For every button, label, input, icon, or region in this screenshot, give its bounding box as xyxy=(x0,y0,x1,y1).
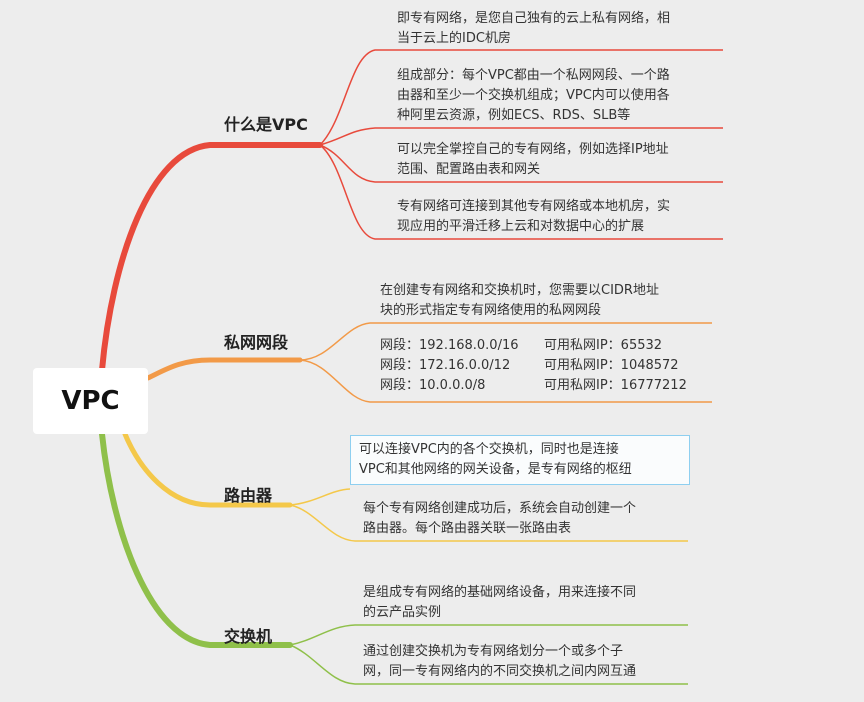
sub-branch-orange-1 xyxy=(299,322,712,361)
private-net-intro[interactable]: 在创建专有网络和交换机时，您需要以CIDR地址 块的形式指定专有网络使用的私网网… xyxy=(380,283,659,318)
segment-ips-2: 可用私网IP：1048572 xyxy=(544,356,679,376)
segment-row-1[interactable]: 网段：192.168.0.0/16 xyxy=(380,336,519,356)
branch-router xyxy=(122,431,293,508)
segment-cidr: 网段：172.16.0.0/12 xyxy=(380,358,511,373)
segment-ips-3: 可用私网IP：16777212 xyxy=(544,376,687,396)
branch-switch xyxy=(99,431,293,648)
router-item-1-selected[interactable]: 可以连接VPC内的各个交换机，同时也是连接 VPC和其他网络的网关设备，是专有网… xyxy=(350,435,690,485)
switch-item-2[interactable]: 通过创建交换机为专有网络划分一个或多个子 网，同一专有网络内的不同交换机之间内网… xyxy=(363,644,637,679)
sub-branch-red-2 xyxy=(319,127,723,146)
segment-cidr: 网段：10.0.0.0/8 xyxy=(380,378,486,393)
segment-available-ips: 可用私网IP：65532 xyxy=(544,338,663,353)
branch-what-is-vpc xyxy=(99,142,323,373)
segment-row-2[interactable]: 网段：172.16.0.0/12 xyxy=(380,356,510,376)
segment-row-3[interactable]: 网段：10.0.0.0/8 xyxy=(380,376,485,396)
branch-private-net xyxy=(145,357,303,381)
sub-branch-yellow-1 xyxy=(289,488,351,506)
what-is-vpc-item-4[interactable]: 专有网络可连接到其他专有网络或本地机房，实 现应用的平滑迁移上云和对数据中心的扩… xyxy=(397,199,671,234)
topic-router[interactable]: 路由器 xyxy=(224,486,273,505)
what-is-vpc-item-2[interactable]: 组成部分：每个VPC都由一个私网网段、一个路 由器和至少一个交换机组成；VPC内… xyxy=(397,68,670,123)
what-is-vpc-item-1[interactable]: 即专有网络，是您自己独有的云上私有网络，相 当于云上的IDC机房 xyxy=(397,11,671,46)
sub-branch-orange-2 xyxy=(299,359,712,403)
sub-branch-red-4 xyxy=(319,144,723,240)
topic-what-is-vpc[interactable]: 什么是VPC xyxy=(224,115,308,134)
segment-ips-1: 可用私网IP：65532 xyxy=(544,336,662,356)
topic-private-net[interactable]: 私网网段 xyxy=(224,333,289,352)
sub-branch-red-3 xyxy=(319,144,723,183)
segment-cidr: 网段：192.168.0.0/16 xyxy=(380,338,519,353)
sub-branch-red-1 xyxy=(319,49,723,146)
router-item-2[interactable]: 每个专有网络创建成功后，系统会自动创建一个 路由器。每个路由器关联一张路由表 xyxy=(363,501,637,536)
segment-available-ips: 可用私网IP：16777212 xyxy=(544,378,687,393)
sub-branch-yellow-2 xyxy=(289,504,688,542)
topic-switch[interactable]: 交换机 xyxy=(224,627,273,646)
segment-available-ips: 可用私网IP：1048572 xyxy=(544,358,679,373)
switch-item-1[interactable]: 是组成专有网络的基础网络设备，用来连接不同 的云产品实例 xyxy=(363,585,637,620)
sub-branch-green-1 xyxy=(289,624,688,646)
what-is-vpc-item-3[interactable]: 可以完全掌控自己的专有网络，例如选择IP地址 范围、配置路由表和网关 xyxy=(397,142,669,177)
root-node-vpc[interactable]: VPC xyxy=(33,368,148,434)
sub-branch-green-2 xyxy=(289,644,688,685)
